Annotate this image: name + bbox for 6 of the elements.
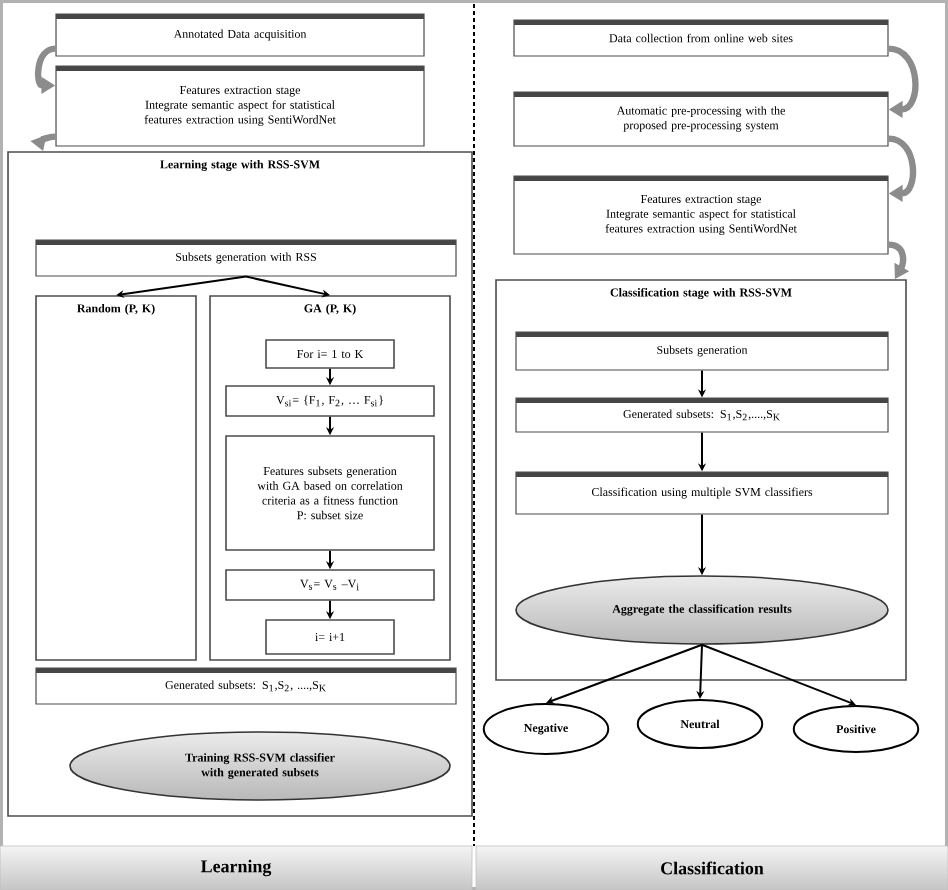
arrow (888, 135, 917, 202)
section-band: Classification (475, 845, 948, 890)
arrow (546, 643, 703, 704)
section-band: Learning (0, 845, 473, 890)
arrow (701, 643, 856, 706)
arrow (116, 275, 247, 299)
